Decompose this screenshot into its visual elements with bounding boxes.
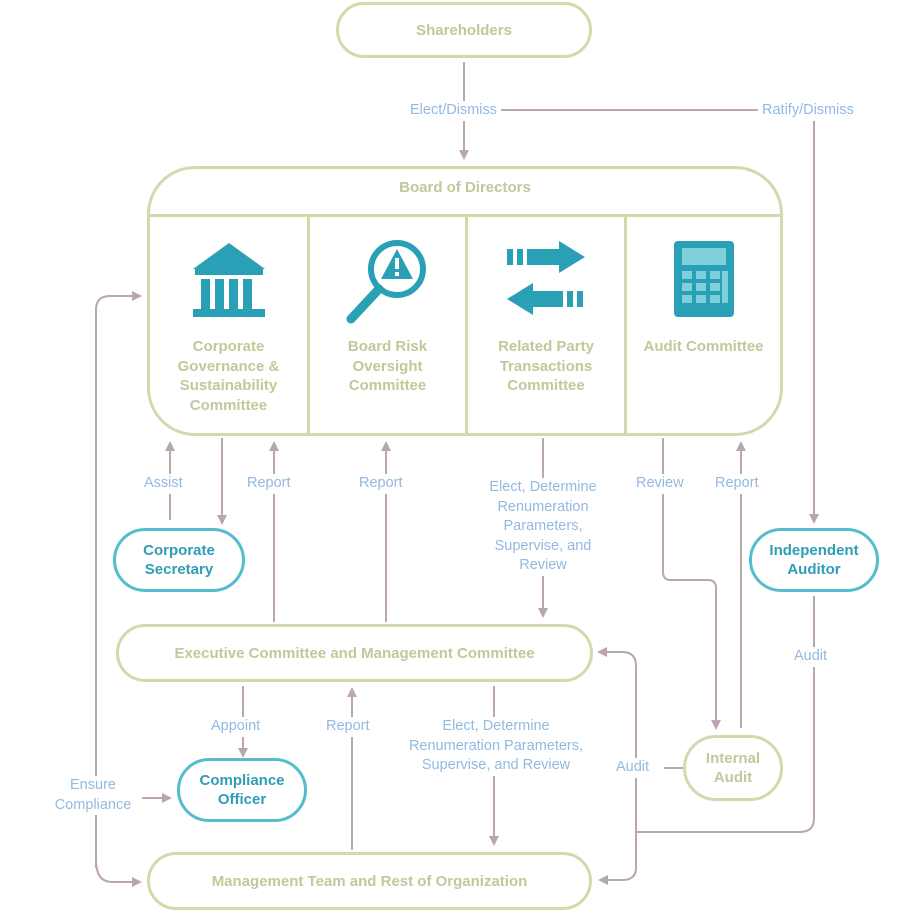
label-audit-independent: Audit: [792, 647, 830, 667]
committee-risk-label: Board Risk Oversight Committee: [347, 338, 428, 394]
compliance-officer-node: Compliance Officer: [177, 758, 307, 822]
committee-audit-label: Audit Committee: [643, 338, 764, 355]
executive-committee-node: Executive Committee and Management Commi…: [116, 624, 593, 682]
committee-cg: Corporate Governance & Sustainability Co…: [150, 217, 307, 433]
edge-review: [662, 438, 721, 730]
board-title: Board of Directors: [399, 179, 531, 196]
label-assist: Assist: [142, 474, 185, 494]
label-report-mgmt: Report: [324, 717, 372, 737]
label-audit-internal: Audit: [614, 758, 652, 778]
magnifier-warning-icon: [343, 239, 433, 330]
executive-committee-label: Executive Committee and Management Commi…: [174, 644, 535, 662]
edge-audit-mgmt: [598, 850, 637, 885]
label-ensure-compliance: Ensure Compliance: [44, 776, 142, 815]
label-review: Review: [634, 474, 686, 494]
corporate-secretary-label: Corporate Secretary: [143, 542, 215, 578]
internal-audit-node: Internal Audit: [683, 735, 783, 801]
label-appoint: Appoint: [209, 717, 263, 737]
independent-auditor-node: Independent Auditor: [749, 528, 879, 592]
independent-auditor-label: Independent Auditor: [769, 542, 859, 578]
committee-risk: Board Risk Oversight Committee: [307, 217, 465, 433]
shareholders-label: Shareholders: [416, 21, 512, 39]
edge-audit-exec: [597, 647, 637, 850]
board-divider: [150, 214, 780, 217]
management-team-node: Management Team and Rest of Organization: [147, 852, 592, 910]
exchange-arrows-icon: [501, 239, 591, 324]
board-of-directors-node: Board of Directors Corporate Governance …: [147, 166, 783, 436]
label-ratify-dismiss: Ratify/Dismiss: [758, 101, 858, 121]
shareholders-node: Shareholders: [336, 2, 592, 58]
label-report-audit: Report: [713, 474, 761, 494]
label-elect-dismiss: Elect/Dismiss: [406, 101, 502, 121]
edge-audit-independent: [636, 596, 815, 833]
bank-building-icon: [189, 239, 269, 324]
corporate-secretary-node: Corporate Secretary: [113, 528, 245, 592]
edge-ensure-compliance-down: [95, 859, 142, 887]
committee-cg-label: Corporate Governance & Sustainability Co…: [177, 338, 280, 414]
management-team-label: Management Team and Rest of Organization: [211, 872, 528, 890]
compliance-officer-label: Compliance Officer: [199, 772, 285, 808]
committee-rpt: Related Party Transactions Committee: [465, 217, 624, 433]
committee-rpt-label: Related Party Transactions Committee: [498, 338, 594, 394]
label-elect-exec: Elect, Determine Renumeration Parameters…: [404, 717, 588, 776]
label-report-cg: Report: [245, 474, 293, 494]
internal-audit-label: Internal Audit: [705, 750, 761, 786]
edge-ensure-compliance-up: [95, 291, 142, 868]
label-report-risk: Report: [357, 474, 405, 494]
calculator-icon: [672, 239, 736, 324]
committee-audit: Audit Committee: [624, 217, 780, 433]
label-elect-rpt: Elect, Determine Renumeration Parameters…: [476, 478, 610, 576]
